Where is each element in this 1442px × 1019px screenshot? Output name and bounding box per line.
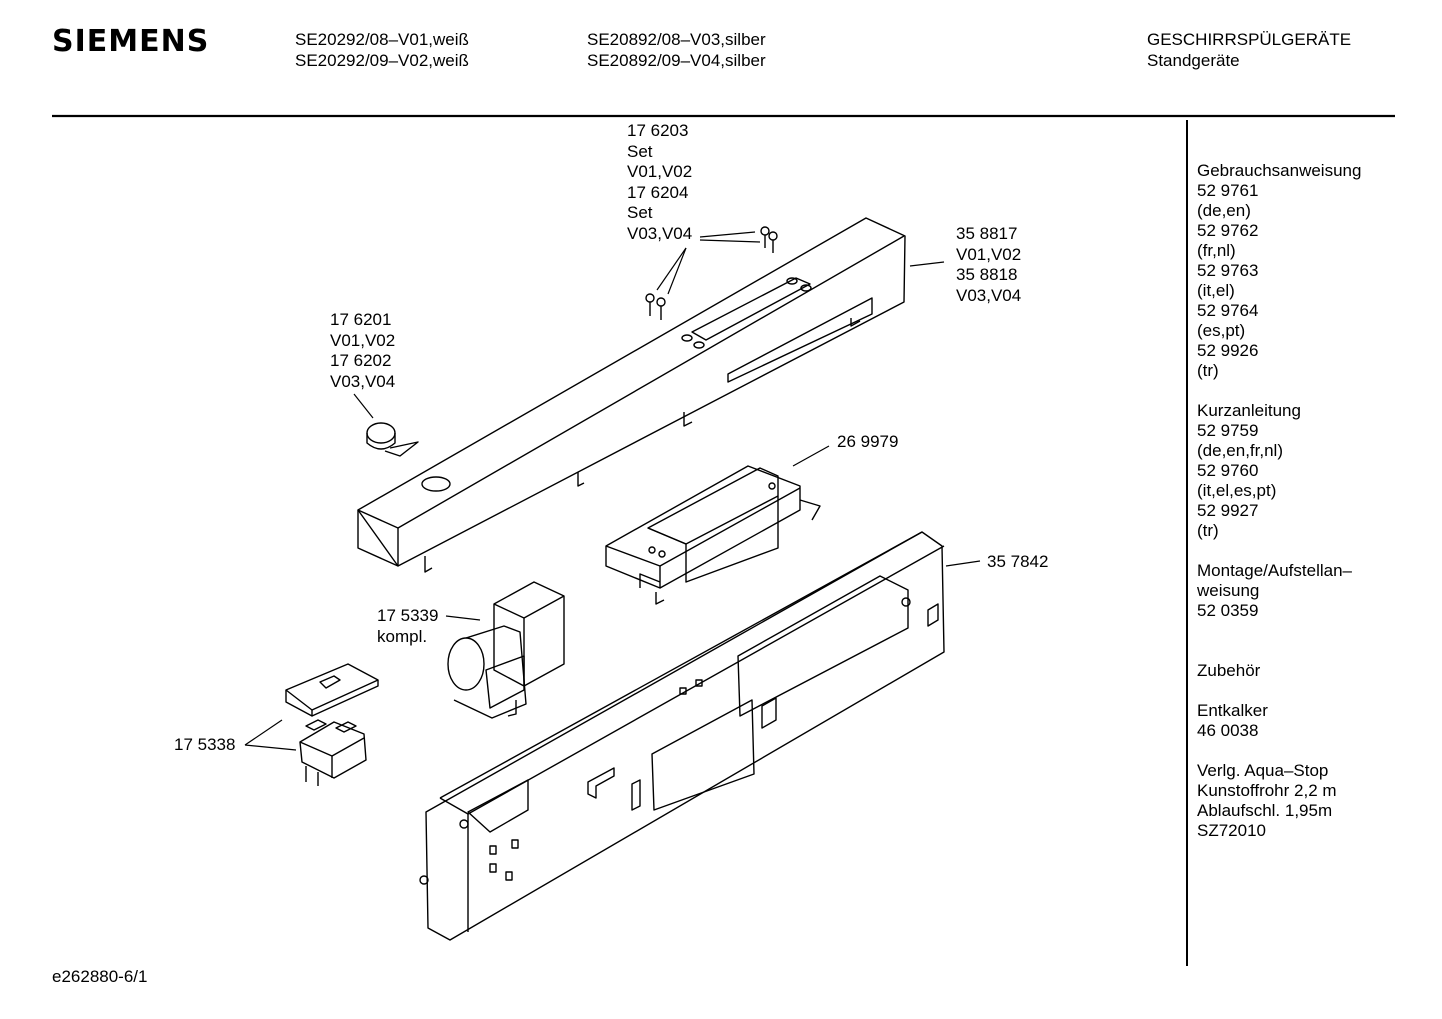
- drawing-id: e262880-6/1: [52, 967, 148, 986]
- doc-number: 52 9926: [1197, 341, 1259, 360]
- callout-mains-switch: 17 5338: [174, 735, 235, 756]
- callout-panel: 35 8817 V01,V02 35 8818 V03,V04: [956, 224, 1021, 306]
- doc-languages: (es,pt): [1197, 321, 1246, 340]
- doc-number: 52 9761: [1197, 181, 1259, 200]
- section-title: Gebrauchsanweisung: [1197, 161, 1362, 180]
- doc-languages: (it,el,es,pt): [1197, 481, 1277, 500]
- part-number: 17 5338: [174, 735, 236, 754]
- doc-number: 52 9927: [1197, 501, 1259, 520]
- doc-languages: (it,el): [1197, 281, 1235, 300]
- section-title: Kurzanleitung: [1197, 401, 1301, 420]
- callout-knob-set: 17 6203 Set V01,V02 17 6204 Set V03,V04: [627, 121, 692, 244]
- section-title: Entkalker: [1197, 701, 1268, 720]
- mains-switch: [285, 663, 379, 786]
- model-list-silver: SE20892/08–V03,silber SE20892/09–V04,sil…: [587, 30, 766, 71]
- part-note: kompl.: [377, 626, 428, 646]
- part-number: 35 8818: [956, 265, 1018, 284]
- model-list-white: SE20292/08–V01,weiß SE20292/09–V02,weiß: [295, 30, 469, 71]
- doc-languages: (de,en): [1197, 201, 1251, 220]
- doc-languages: (tr): [1197, 361, 1219, 380]
- model-item: SE20892/08–V03,silber: [587, 30, 766, 49]
- model-item: SE20292/08–V01,weiß: [295, 30, 469, 49]
- part-number: 35 8817: [956, 224, 1018, 243]
- part-number: 17 6203: [627, 121, 689, 140]
- doc-number: 52 9759: [1197, 421, 1259, 440]
- accessory-detail: Ablaufschl. 1,95m: [1197, 801, 1333, 820]
- section-title: Verlg. Aqua–Stop: [1197, 761, 1329, 780]
- part-note: Set: [627, 141, 653, 161]
- button-part: [366, 422, 419, 457]
- doc-number: 52 9763: [1197, 261, 1259, 280]
- part-variant: V01,V02: [956, 244, 1022, 264]
- part-number: 17 5339: [377, 606, 439, 625]
- callout-button: 17 6201 V01,V02 17 6202 V03,V04: [330, 310, 395, 392]
- doc-number: 52 9764: [1197, 301, 1259, 320]
- part-number: 17 6201: [330, 310, 392, 329]
- doc-languages: (de,en,fr,nl): [1197, 441, 1283, 460]
- category-subtitle: Standgeräte: [1147, 50, 1240, 70]
- accessory-detail: SZ72010: [1197, 821, 1266, 840]
- part-number: 26 9979: [837, 432, 899, 451]
- door-lock-assembly: [447, 581, 565, 719]
- part-variant: V03,V04: [627, 223, 693, 243]
- documentation-sidebar: Gebrauchsanweisung 52 9761 (de,en) 52 97…: [1197, 161, 1361, 841]
- callout-display-module: 26 9979: [837, 432, 898, 453]
- part-number: 17 6202: [330, 351, 392, 370]
- callout-control-housing: 35 7842: [987, 552, 1048, 573]
- callout-door-lock: 17 5339 kompl.: [377, 606, 438, 647]
- control-housing: [419, 531, 945, 941]
- part-variant: V03,V04: [956, 285, 1022, 305]
- doc-number: 52 9762: [1197, 221, 1259, 240]
- accessory-detail: Kunstoffrohr 2,2 m: [1197, 781, 1337, 800]
- category-title: GESCHIRRSPÜLGERÄTE: [1147, 30, 1352, 49]
- display-module: [605, 465, 821, 605]
- section-title: Zubehör: [1197, 661, 1261, 680]
- part-variant: V01,V02: [330, 330, 396, 350]
- doc-number: 52 9760: [1197, 461, 1259, 480]
- model-item: SE20892/09–V04,silber: [587, 50, 766, 70]
- product-category: GESCHIRRSPÜLGERÄTE Standgeräte: [1147, 30, 1351, 71]
- control-panel-fascia: [357, 217, 906, 573]
- part-number: 17 6204: [627, 182, 689, 202]
- doc-number: 46 0038: [1197, 721, 1259, 740]
- leader-lines: [244, 231, 981, 751]
- section-title: weisung: [1197, 581, 1260, 600]
- part-number: 35 7842: [987, 552, 1049, 571]
- part-note: Set: [627, 203, 653, 222]
- doc-languages: (fr,nl): [1197, 241, 1236, 260]
- brand-logo: SIEMENS: [52, 24, 210, 59]
- knob-set-parts: [645, 226, 778, 320]
- model-item: SE20292/09–V02,weiß: [295, 50, 469, 70]
- part-variant: V03,V04: [330, 371, 396, 391]
- section-title: Montage/Aufstellan–: [1197, 561, 1352, 580]
- doc-number: 52 0359: [1197, 601, 1259, 620]
- part-variant: V01,V02: [627, 162, 693, 181]
- doc-languages: (tr): [1197, 521, 1219, 540]
